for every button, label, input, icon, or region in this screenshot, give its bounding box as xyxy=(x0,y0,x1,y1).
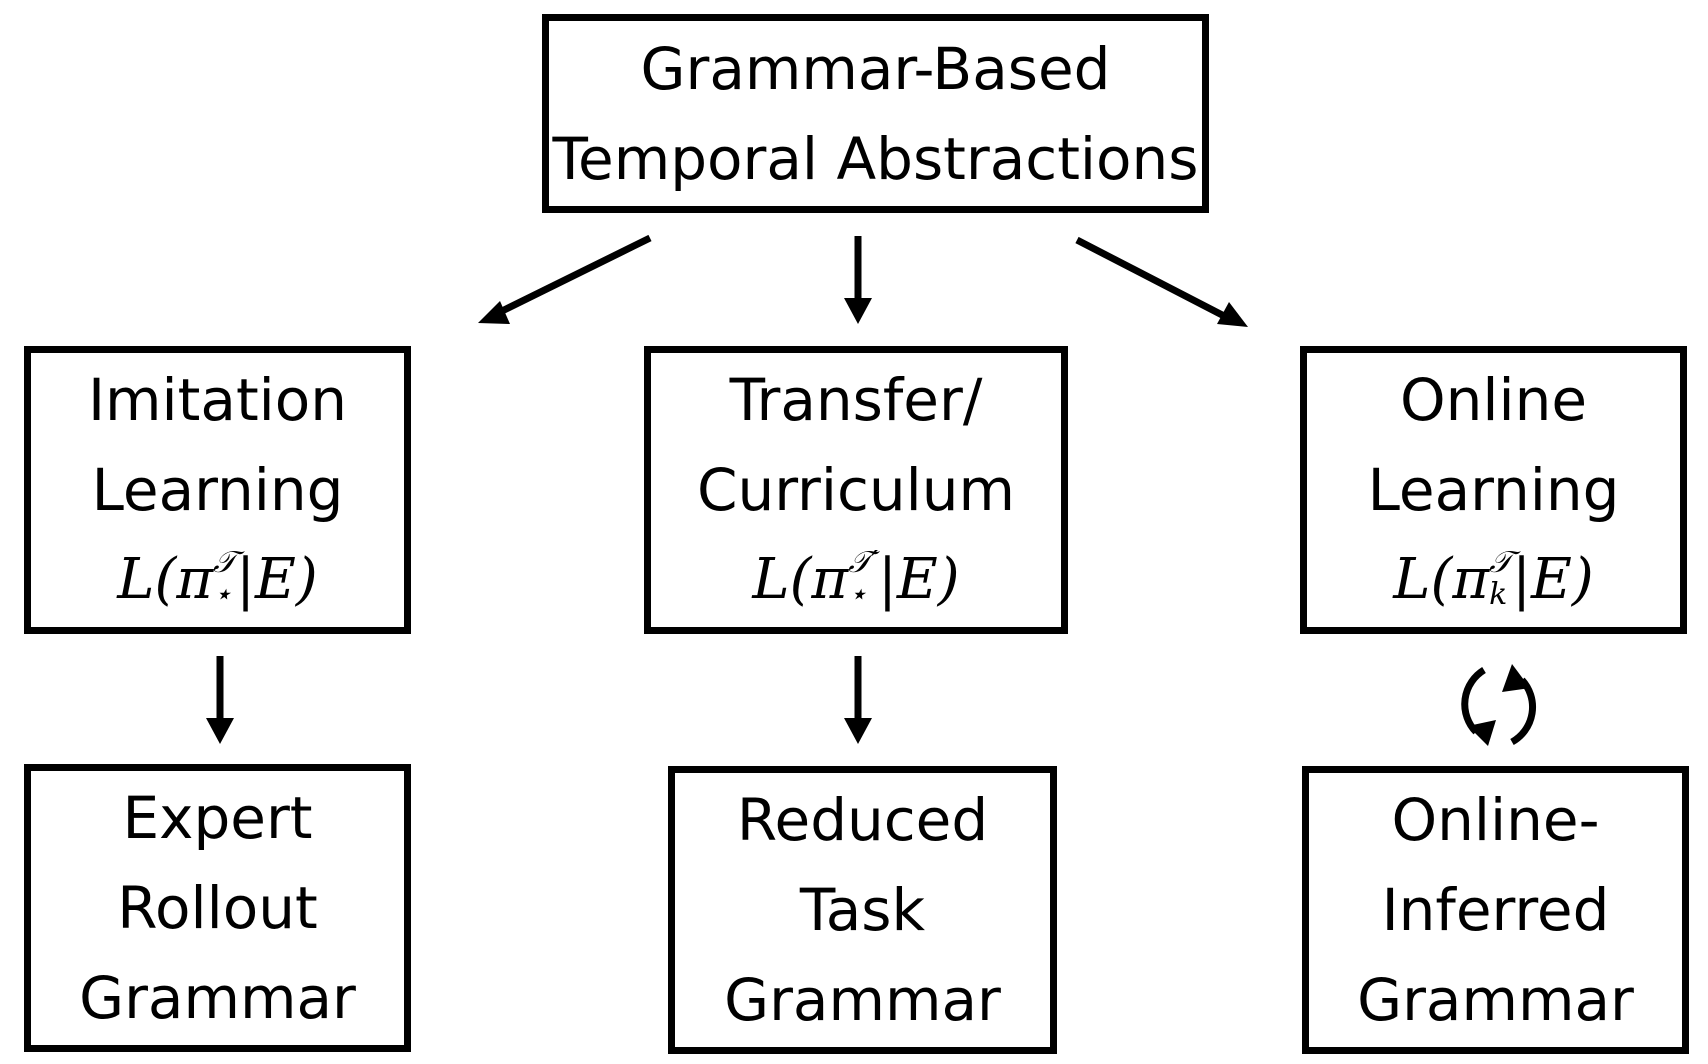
transfer-formula-scripts: 𝒯′⋆ xyxy=(848,544,879,612)
reduced-box-line2: Task xyxy=(799,876,926,944)
inferred-box-line3: Grammar xyxy=(1357,966,1634,1034)
inferred-box-line1: Online- xyxy=(1391,786,1600,854)
imitation-formula-sup: 𝒯 xyxy=(213,544,237,580)
imitation-box-line2: Learning xyxy=(91,456,344,524)
transfer-formula-sup: 𝒯′ xyxy=(848,544,879,580)
online-formula-lhs: L(π xyxy=(1393,547,1490,612)
transfer-box-line1: Transfer/ xyxy=(729,366,983,434)
imitation-formula-rhs: |E) xyxy=(236,547,318,612)
transfer-formula-lhs: L(π xyxy=(752,547,849,612)
online-box-line2: Learning xyxy=(1367,456,1620,524)
arrow-icon-imitation-to-expert xyxy=(206,656,234,744)
cycle-arrowhead-bottom xyxy=(1468,720,1496,746)
reduced-box-line1: Reduced xyxy=(736,786,989,854)
imitation-box-line1: Imitation xyxy=(87,366,348,434)
arrow-icon-transfer-to-reduced xyxy=(844,656,872,744)
expert-box-line3: Grammar xyxy=(79,964,356,1032)
top-box-grammar-based-temporal-abstractions: Grammar-Based Temporal Abstractions xyxy=(542,14,1209,213)
expert-box-line1: Expert xyxy=(122,784,313,852)
reduced-task-grammar-box: Reduced Task Grammar xyxy=(668,766,1057,1054)
transfer-formula-sub: ⋆ xyxy=(848,576,867,612)
online-inferred-grammar-box: Online- Inferred Grammar xyxy=(1302,766,1689,1054)
imitation-formula-lhs: L(π xyxy=(117,547,214,612)
inferred-box-line2: Inferred xyxy=(1381,876,1610,944)
arrow-icon-top-to-online xyxy=(1075,236,1248,327)
arrow-icon-top-to-transfer xyxy=(844,236,872,324)
cycle-arrowhead-top xyxy=(1502,664,1530,692)
arrow-icon-top-to-imitation xyxy=(478,234,652,324)
expert-box-line2: Rollout xyxy=(117,874,318,942)
transfer-formula-rhs: |E) xyxy=(878,547,960,612)
expert-rollout-grammar-box: Expert Rollout Grammar xyxy=(24,764,411,1052)
transfer-box-line2: Curriculum xyxy=(696,456,1016,524)
online-formula-rhs: |E) xyxy=(1512,547,1594,612)
top-box-line1: Grammar-Based xyxy=(640,34,1111,103)
online-box-line1: Online xyxy=(1399,366,1588,434)
online-formula-sup: 𝒯 xyxy=(1489,544,1513,580)
imitation-formula-scripts: 𝒯⋆ xyxy=(213,544,237,612)
imitation-formula-sub: ⋆ xyxy=(213,576,232,612)
reduced-box-line3: Grammar xyxy=(724,966,1001,1034)
top-box-line2: Temporal Abstractions xyxy=(552,124,1199,193)
online-formula-sub: k xyxy=(1489,576,1508,612)
